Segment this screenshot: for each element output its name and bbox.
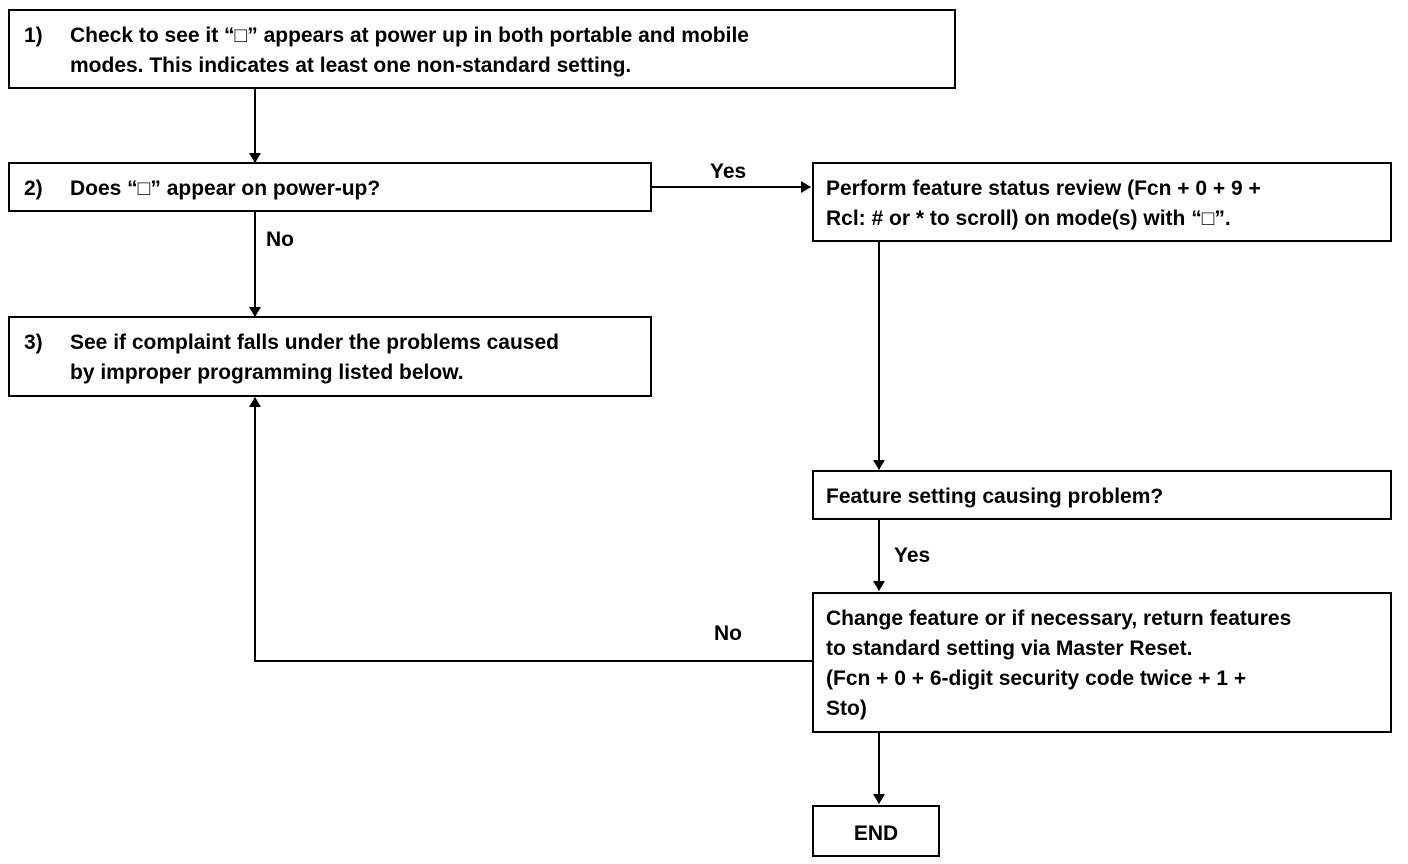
step-1-text-line-2: modes. This indicates at least one non-s… xyxy=(70,54,632,77)
step-2-number: 2) xyxy=(24,177,43,200)
end-box: END xyxy=(812,805,940,857)
label-yes-step2: Yes xyxy=(710,160,747,183)
step-2-box: 2) Does “□” appear on power-up? xyxy=(8,162,652,212)
change-text-line-2: to standard setting via Master Reset. xyxy=(826,637,1193,660)
change-feature-box: Change feature or if necessary, return f… xyxy=(812,592,1392,733)
feature-status-review-box: Perform feature status review (Fcn + 0 +… xyxy=(812,162,1392,242)
label-no-step2: No xyxy=(266,228,294,251)
review-text-line-1: Perform feature status review (Fcn + 0 +… xyxy=(826,177,1261,200)
arrow-change-to-step3 xyxy=(249,397,812,662)
step-1-text-line-1: Check to see it “□” appears at power up … xyxy=(70,24,749,47)
end-label: END xyxy=(853,822,899,845)
label-yes-feature: Yes xyxy=(894,544,931,567)
step-3-box: 3) See if complaint falls under the prob… xyxy=(8,316,652,397)
question-text: Feature setting causing problem? xyxy=(826,485,1164,508)
change-text-line-3: (Fcn + 0 + 6-digit security code twice +… xyxy=(826,667,1247,690)
step-2-text: Does “□” appear on power-up? xyxy=(70,177,381,200)
review-text-line-2: Rcl: # or * to scroll) on mode(s) with “… xyxy=(826,207,1231,230)
step-3-text-line-1: See if complaint falls under the problem… xyxy=(70,331,559,354)
feature-setting-question-box: Feature setting causing problem? xyxy=(812,470,1392,520)
step-3-number: 3) xyxy=(24,331,43,354)
step-3-text-line-2: by improper programming listed below. xyxy=(70,361,464,384)
step-1-number: 1) xyxy=(24,24,43,47)
step-1-box: 1) Check to see it “□” appears at power … xyxy=(8,9,956,89)
change-text-line-1: Change feature or if necessary, return f… xyxy=(826,607,1292,630)
label-no-change: No xyxy=(714,622,742,645)
change-text-line-4: Sto) xyxy=(826,697,867,720)
